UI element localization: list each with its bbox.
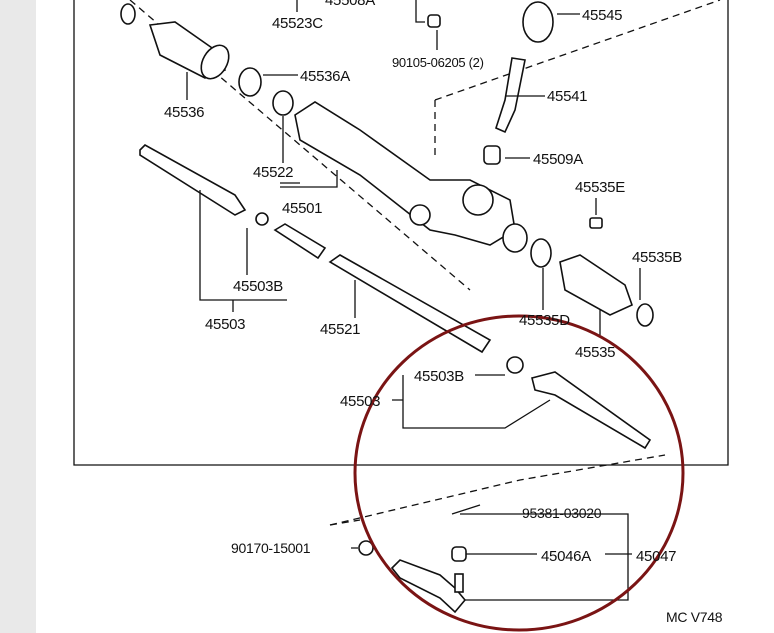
label-45503-right: 45503	[340, 393, 380, 410]
frame-border	[73, 0, 729, 466]
nut-45503B-right	[506, 356, 524, 374]
clamp-45535D	[530, 238, 552, 268]
label-45521: 45521	[320, 321, 360, 338]
label-45523C: 45523C	[272, 15, 323, 32]
label-90105-06205: 90105-06205 (2)	[392, 55, 484, 70]
highlight-circle	[353, 314, 685, 632]
label-45503-left: 45503	[205, 316, 245, 333]
tie-rod-right	[531, 371, 652, 450]
clamp-45535B	[636, 303, 654, 327]
clamp-top-left	[120, 3, 136, 25]
guide-line	[329, 519, 361, 526]
label-45535E: 45535E	[575, 179, 625, 196]
label-90170-15001: 90170-15001	[231, 540, 311, 556]
boot-45536	[148, 21, 230, 80]
bushing-45522	[272, 90, 294, 116]
bolt-45535E	[589, 217, 603, 229]
label-45047: 45047	[636, 548, 676, 565]
label-45046A: 45046A	[541, 548, 591, 565]
label-45541: 45541	[547, 88, 587, 105]
clamp-45536A	[238, 67, 262, 97]
label-45522: 45522	[253, 164, 293, 181]
boot-45545	[522, 1, 554, 43]
label-45509A: 45509A	[533, 151, 583, 168]
label-45536: 45536	[164, 104, 204, 121]
label-45535: 45535	[575, 344, 615, 361]
label-45501: 45501	[282, 200, 322, 217]
rack-45521	[273, 223, 492, 354]
pinion-45541	[495, 57, 526, 134]
label-45536A: 45536A	[300, 68, 350, 85]
cotter-pin	[451, 504, 481, 515]
label-45545: 45545	[582, 7, 622, 24]
label-45503B-left: 45503B	[233, 278, 283, 295]
label-45535D: 45535D	[519, 312, 570, 329]
bolt-90105	[427, 14, 441, 28]
label-45508A: 45508A	[325, 0, 375, 9]
label-45535B: 45535B	[632, 249, 682, 266]
tie-rod-left	[139, 144, 269, 226]
bushing-45509A	[483, 145, 501, 165]
diagram-code: MC V748	[666, 609, 723, 625]
label-45503B-right: 45503B	[414, 368, 464, 385]
guide-line	[329, 454, 666, 526]
nut-90170	[358, 540, 374, 556]
left-margin	[0, 0, 36, 633]
nut-45046A	[451, 546, 467, 562]
boot-45535	[559, 254, 633, 316]
label-95381-03020: 95381-03020	[522, 505, 602, 521]
guide-line	[434, 0, 721, 155]
rack-housing-45501	[294, 101, 528, 253]
